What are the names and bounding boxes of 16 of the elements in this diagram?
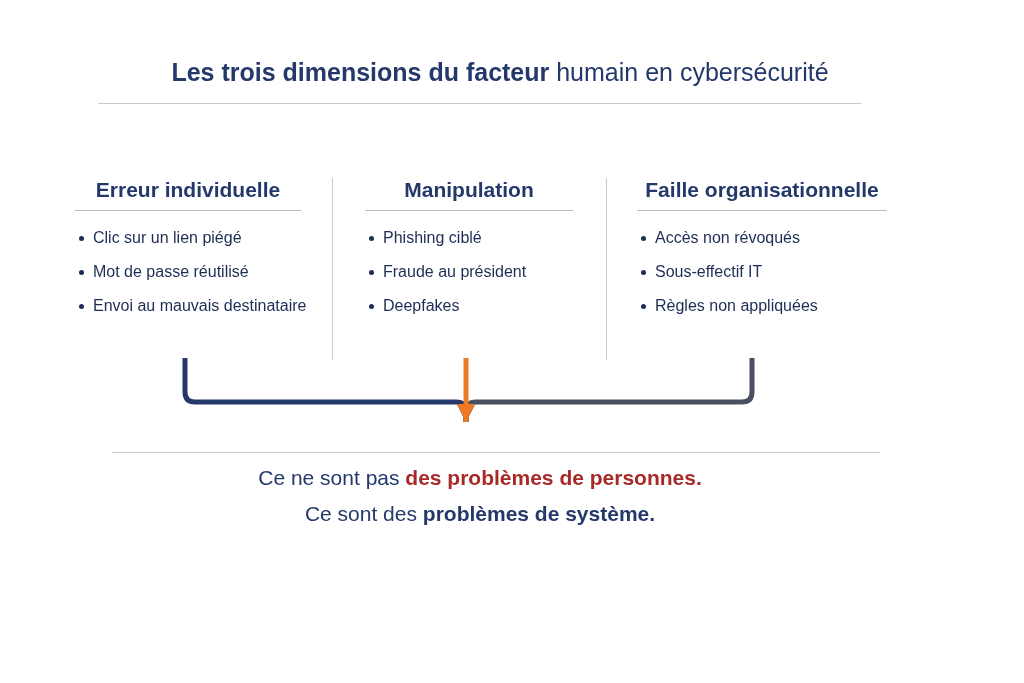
bullet-text: Accès non révoqués bbox=[655, 229, 800, 247]
bullet-text: Mot de passe réutilisé bbox=[93, 263, 249, 281]
bullet-text: Fraude au président bbox=[383, 263, 527, 281]
bullet-text: Sous-effectif IT bbox=[655, 263, 763, 281]
bullet-text: Envoi au mauvais destinataire bbox=[93, 297, 307, 315]
column-heading: Faille organisationnelle bbox=[637, 178, 887, 211]
title: Les trois dimensions du facteur humain en cybersécurité bbox=[170, 58, 830, 87]
bullet-text: Deepfakes bbox=[383, 297, 460, 315]
conclusion-text: Ce ne sont pas des problèmes de personnes. bbox=[258, 466, 702, 490]
column-heading: Manipulation bbox=[365, 178, 573, 211]
bullet-text: Phishing ciblé bbox=[383, 229, 482, 247]
column-heading: Erreur individuelle bbox=[75, 178, 301, 211]
bracket-arrow bbox=[457, 358, 475, 422]
bullet-text: Règles non appliquées bbox=[655, 297, 818, 315]
bullet-text: Clic sur un lien piégé bbox=[93, 229, 242, 247]
conclusion-text: Ce sont des problèmes de système. bbox=[304, 502, 656, 526]
